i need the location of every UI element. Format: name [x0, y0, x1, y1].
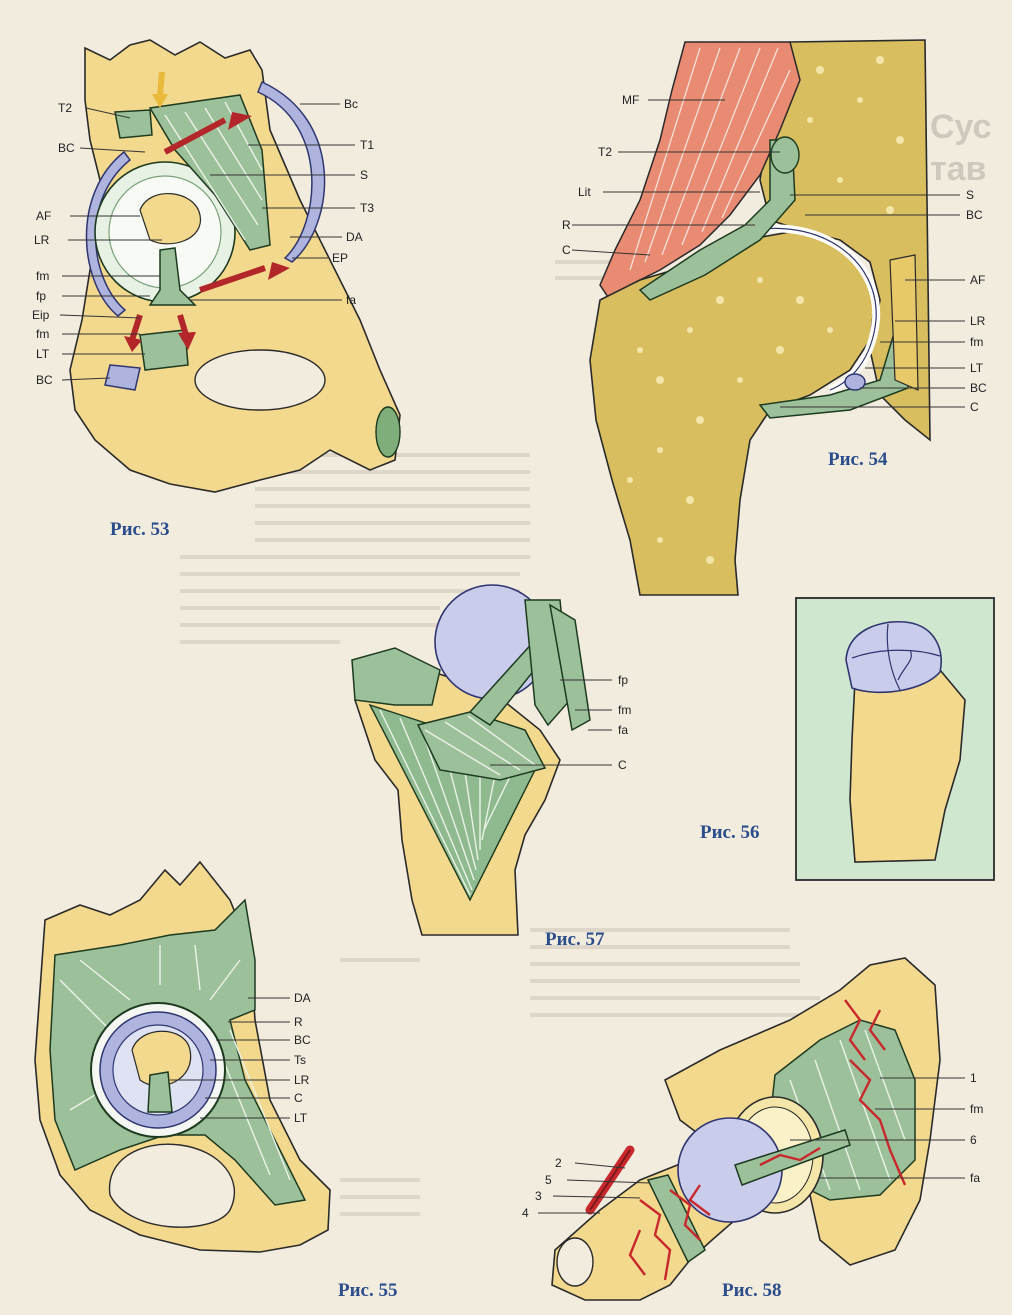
fig53-label-12: T1	[360, 138, 374, 152]
fig53-label-11: Bc	[344, 97, 358, 111]
fig57-label-2: fm	[618, 703, 631, 717]
fig57-label-4: C	[618, 758, 627, 772]
figure-57: fp fm fa C Рис. 57	[352, 585, 631, 950]
fig54-label-11: LT	[970, 361, 984, 375]
fig53-label-17: fa	[346, 293, 356, 307]
fig54-label-2: T2	[598, 145, 612, 159]
fig53-label-5: fm	[36, 269, 49, 283]
fig55-label-2: R	[294, 1015, 303, 1029]
fig58-label-1: 2	[555, 1156, 562, 1170]
fig54-label-3: Lit	[578, 185, 591, 199]
fig58-label-6: fm	[970, 1102, 983, 1116]
fig53-obturator-foramen	[195, 350, 325, 410]
fig55-label-5: LR	[294, 1073, 310, 1087]
figure-56: Рис. 56	[700, 598, 994, 880]
fig55-label-6: C	[294, 1091, 303, 1105]
fig53-caption: Рис. 53	[110, 519, 170, 540]
figure-53: T2 BC AF LR fm fp Eip fm LT BC Bc T1 S T…	[32, 40, 400, 540]
fig53-label-7: Eip	[32, 308, 50, 322]
fig54-label-6: S	[966, 188, 974, 202]
fig53-label-15: DA	[346, 230, 363, 244]
figure-55: DA R BC Ts LR C LT Рис. 55	[35, 862, 398, 1301]
figure-54: MF T2 Lit R C S BC AF LR fm LT BC C Рис.…	[562, 40, 987, 595]
fig55-caption: Рис. 55	[338, 1280, 398, 1301]
fig54-label-4: R	[562, 218, 571, 232]
fig55-label-7: LT	[294, 1111, 308, 1125]
fig53-label-16: EP	[332, 251, 348, 265]
fig53-label-14: T3	[360, 201, 374, 215]
fig58-label-4: 4	[522, 1206, 529, 1220]
fig58-label-5: 1	[970, 1071, 977, 1085]
fig54-label-12: BC	[970, 381, 987, 395]
fig58-label-8: fa	[970, 1171, 980, 1185]
fig54-label-1: MF	[622, 93, 639, 107]
fig53-label-6: fp	[36, 289, 46, 303]
fig53-label-13: S	[360, 168, 368, 182]
fig58-caption: Рис. 58	[722, 1280, 782, 1301]
fig58-femur-cut	[557, 1238, 593, 1286]
fig55-label-3: BC	[294, 1033, 311, 1047]
fig54-label-9: LR	[970, 314, 986, 328]
fig53-label-8: fm	[36, 327, 49, 341]
background-heading-1: Сус	[930, 108, 992, 146]
fig57-caption: Рис. 57	[545, 929, 605, 950]
fig58-label-2: 5	[545, 1173, 552, 1187]
fig53-t2	[115, 110, 152, 138]
fig53-label-10: BC	[36, 373, 53, 387]
fig54-label-13: C	[970, 400, 979, 414]
fig54-t2	[771, 137, 799, 173]
fig55-ligamentum-teres	[148, 1072, 172, 1112]
fig54-label-8: AF	[970, 273, 985, 287]
fig53-label-1: T2	[58, 101, 72, 115]
fig53-label-4: LR	[34, 233, 50, 247]
fig53-bc-small	[105, 365, 140, 390]
fig56-caption: Рис. 56	[700, 822, 760, 843]
fig53-acetabular-fossa	[140, 194, 200, 244]
fig56-femoral-head	[846, 622, 941, 693]
fig55-label-4: Ts	[294, 1053, 306, 1067]
fig57-label-1: fp	[618, 673, 628, 687]
fig57-acetabular-lip	[352, 648, 440, 705]
background-heading-2: тав	[930, 150, 986, 188]
fig54-caption: Рис. 54	[828, 449, 888, 470]
fig57-label-3: fa	[618, 723, 628, 737]
fig54-label-10: fm	[970, 335, 983, 349]
figure-58: 2 5 3 4 1 fm 6 fa Рис. 58	[522, 958, 983, 1301]
fig53-label-2: BC	[58, 141, 75, 155]
fig53-label-9: LT	[36, 347, 50, 361]
fig54-label-5: C	[562, 243, 571, 257]
fig54-femur	[590, 232, 875, 595]
fig53-ischial-cut	[376, 407, 400, 457]
fig55-label-1: DA	[294, 991, 311, 1005]
fig54-label-7: BC	[966, 208, 983, 222]
fig58-label-3: 3	[535, 1189, 542, 1203]
fig54-acetabular-fossa	[890, 255, 918, 390]
fig58-label-7: 6	[970, 1133, 977, 1147]
fig53-label-3: AF	[36, 209, 51, 223]
